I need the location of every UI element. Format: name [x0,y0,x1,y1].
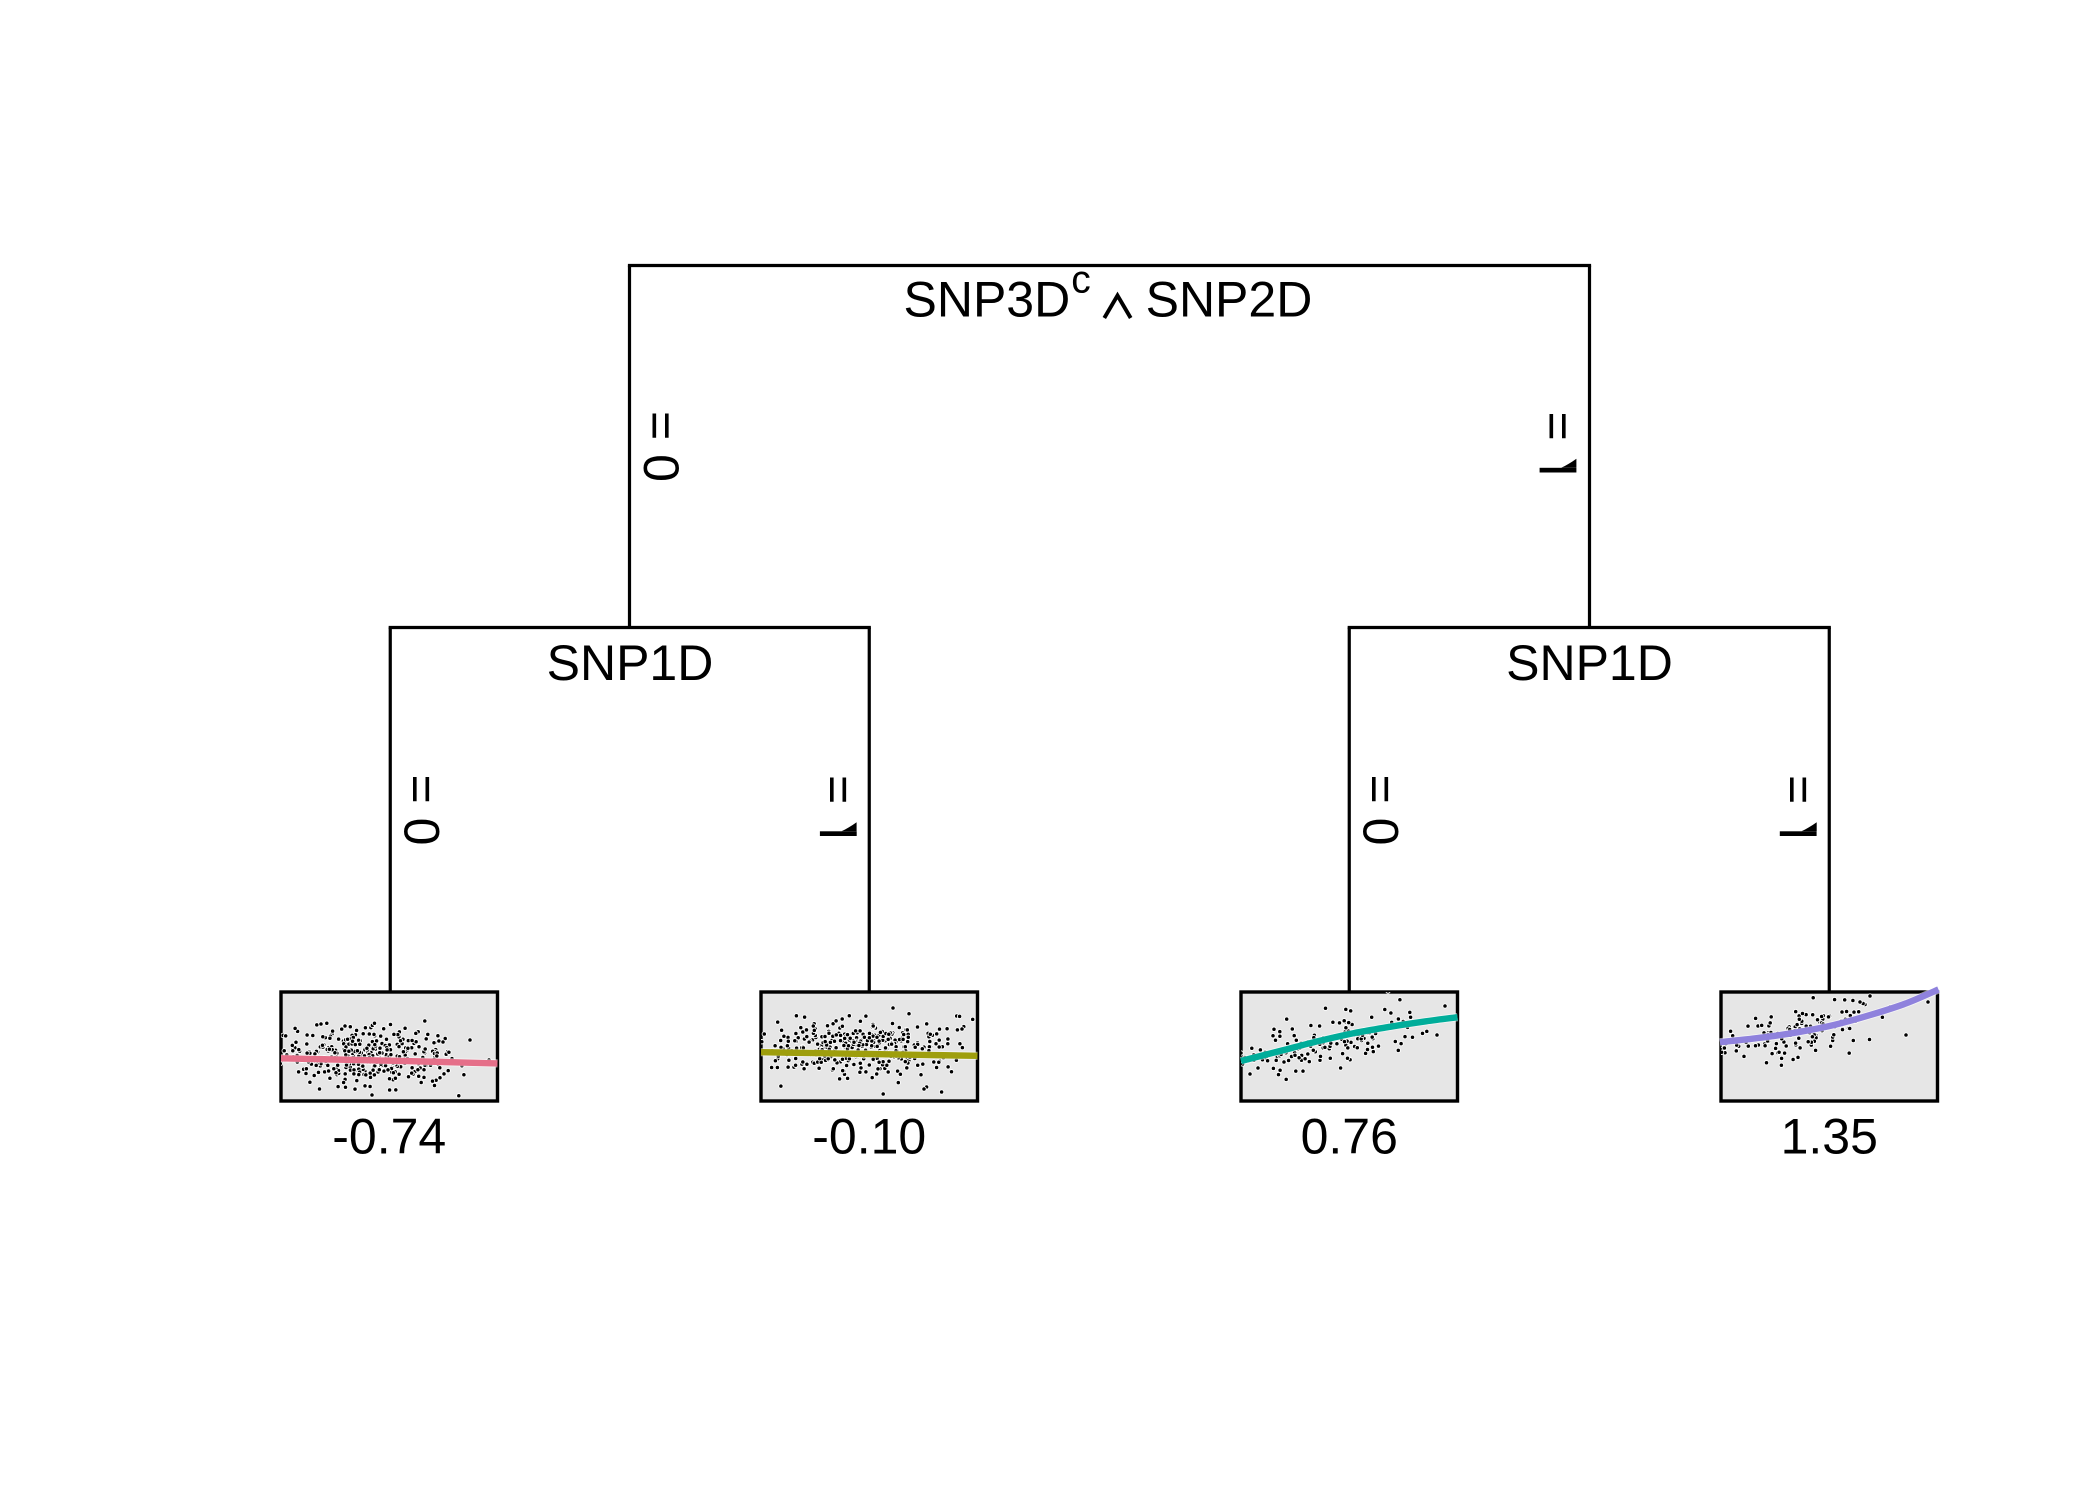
svg-text:0.76: 0.76 [1301,1109,1398,1165]
svg-text:= 0: = 0 [393,775,449,846]
svg-text:c: c [1071,259,1091,302]
svg-text:-0.10: -0.10 [812,1109,926,1165]
svg-text:=: = [810,775,866,804]
svg-text:= 0: = 0 [633,411,689,482]
svg-text:-0.74: -0.74 [332,1109,446,1165]
svg-text:=: = [1770,775,1826,804]
svg-text:SNP1D: SNP1D [1506,635,1673,691]
svg-text:SNP2D: SNP2D [1146,272,1313,328]
svg-text:= 0: = 0 [1352,775,1408,846]
svg-text:=: = [1530,411,1586,440]
svg-text:1.35: 1.35 [1781,1109,1878,1165]
svg-text:SNP1D: SNP1D [547,635,714,691]
svg-text:SNP3D: SNP3D [904,272,1071,328]
